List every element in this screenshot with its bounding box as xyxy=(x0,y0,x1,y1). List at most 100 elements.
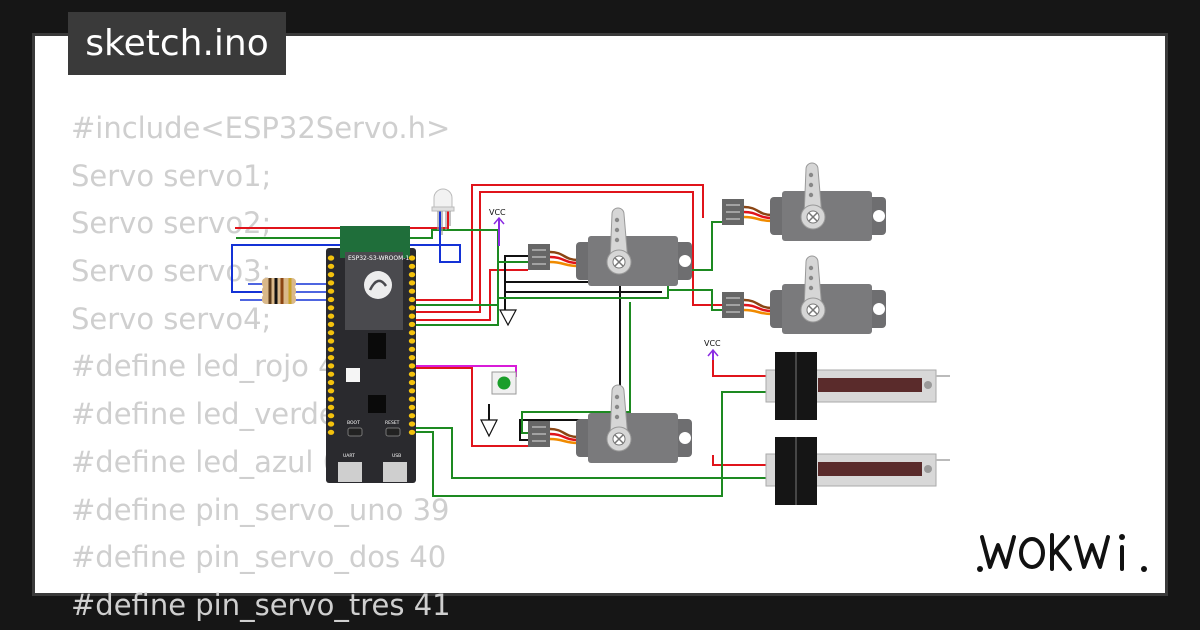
ground-symbol xyxy=(480,419,498,438)
uart-label: UART xyxy=(343,453,355,459)
pin[interactable] xyxy=(408,321,416,327)
pin[interactable] xyxy=(408,330,416,336)
vcc-symbol: VCC xyxy=(704,339,721,357)
pin[interactable] xyxy=(327,313,335,319)
wokwi-logo xyxy=(977,533,1147,572)
pin[interactable] xyxy=(327,255,335,261)
pin[interactable] xyxy=(408,296,416,303)
slide-potentiometer[interactable] xyxy=(765,352,950,420)
resistors[interactable] xyxy=(262,278,296,304)
pin[interactable] xyxy=(327,421,335,427)
pin[interactable] xyxy=(327,404,335,410)
wire-red xyxy=(712,455,770,466)
board-label: ESP32-S3-WROOM-1 xyxy=(348,255,409,262)
pin[interactable] xyxy=(408,363,416,369)
pin[interactable] xyxy=(327,396,335,402)
reset-button[interactable] xyxy=(385,427,401,437)
pin[interactable] xyxy=(408,313,416,319)
pin[interactable] xyxy=(327,371,335,377)
code-line: Servo servo2; xyxy=(71,206,272,241)
pin-header-right xyxy=(408,255,416,435)
pin[interactable] xyxy=(408,371,416,377)
code-line: #define pin_servo_tres 41 xyxy=(71,587,451,622)
code-line: #define led_verde 5 xyxy=(71,397,365,432)
code-line: Servo servo4; xyxy=(71,301,272,336)
code-preview: #include<ESP32Servo.h> Servo servo1; Ser… xyxy=(71,105,451,630)
ground-symbol xyxy=(499,309,517,327)
boot-label: BOOT xyxy=(347,420,360,426)
code-line: #define pin_servo_dos 40 xyxy=(71,540,447,575)
pin[interactable] xyxy=(327,338,335,344)
pin[interactable] xyxy=(408,355,416,361)
wire-red xyxy=(414,191,722,313)
wire-red xyxy=(414,269,528,321)
pin[interactable] xyxy=(327,413,335,419)
code-line: Servo servo3; xyxy=(71,254,272,289)
pin[interactable] xyxy=(408,429,416,435)
pin[interactable] xyxy=(327,272,335,278)
boot-button[interactable] xyxy=(347,427,363,437)
wire-green xyxy=(414,427,770,479)
wire-red xyxy=(414,367,528,447)
svg-text:VCC: VCC xyxy=(704,339,721,348)
chip xyxy=(368,395,386,413)
code-line: #define led_azul 6 xyxy=(71,444,342,479)
reset-label: RESET xyxy=(385,420,400,426)
wire-green xyxy=(668,289,722,311)
pin[interactable] xyxy=(327,305,335,311)
pin[interactable] xyxy=(327,363,335,369)
usb-port[interactable] xyxy=(338,462,362,482)
pin[interactable] xyxy=(408,305,416,311)
code-line: #define pin_servo_uno 39 xyxy=(71,492,450,527)
pin[interactable] xyxy=(327,280,335,286)
wire-red xyxy=(414,184,704,301)
usb-port[interactable] xyxy=(383,462,407,482)
pin[interactable] xyxy=(408,272,416,278)
pin[interactable] xyxy=(408,346,416,352)
pin[interactable] xyxy=(408,280,416,286)
svg-text:VCC: VCC xyxy=(489,208,506,217)
pin[interactable] xyxy=(327,388,335,394)
pin[interactable] xyxy=(327,346,335,352)
pin[interactable] xyxy=(327,429,335,435)
code-line: Servo servo1; xyxy=(71,158,272,193)
pin[interactable] xyxy=(327,379,335,386)
wire-red xyxy=(712,360,770,377)
pin[interactable] xyxy=(327,321,335,327)
file-tab[interactable]: sketch.ino xyxy=(68,12,286,75)
pin[interactable] xyxy=(327,263,335,269)
espressif-logo-icon xyxy=(364,271,392,299)
pin[interactable] xyxy=(408,421,416,427)
esp32-s3-board[interactable]: ESP32-S3-WROOM-1 BOOT RESET UART USB xyxy=(326,226,416,483)
pin[interactable] xyxy=(327,355,335,361)
pushbutton[interactable] xyxy=(491,371,517,395)
wire-red xyxy=(235,208,449,229)
pin[interactable] xyxy=(408,396,416,402)
pin[interactable] xyxy=(408,288,416,294)
pin[interactable] xyxy=(327,330,335,336)
servo-motor[interactable] xyxy=(528,207,692,286)
pin[interactable] xyxy=(408,338,416,344)
pin[interactable] xyxy=(408,404,416,410)
pin[interactable] xyxy=(327,288,335,294)
pin[interactable] xyxy=(408,388,416,394)
slide-potentiometer[interactable] xyxy=(765,437,950,505)
servo-motor[interactable] xyxy=(722,162,886,241)
wire-green xyxy=(414,391,770,497)
pin[interactable] xyxy=(408,413,416,419)
rgb-led xyxy=(346,368,360,382)
chip xyxy=(368,333,386,359)
servo-motor[interactable] xyxy=(722,255,886,334)
pin[interactable] xyxy=(408,263,416,269)
usb-label: USB xyxy=(392,453,401,459)
pin[interactable] xyxy=(408,379,416,386)
wire-green xyxy=(521,302,631,434)
preview-card: #include<ESP32Servo.h> Servo servo1; Ser… xyxy=(32,33,1168,622)
code-line: #include<ESP32Servo.h> xyxy=(71,111,451,145)
vcc-symbol: VCC xyxy=(489,208,506,225)
servo-motor[interactable] xyxy=(528,384,692,463)
pin[interactable] xyxy=(327,296,335,303)
rgb-led-component[interactable] xyxy=(431,188,455,235)
pin[interactable] xyxy=(408,255,416,261)
